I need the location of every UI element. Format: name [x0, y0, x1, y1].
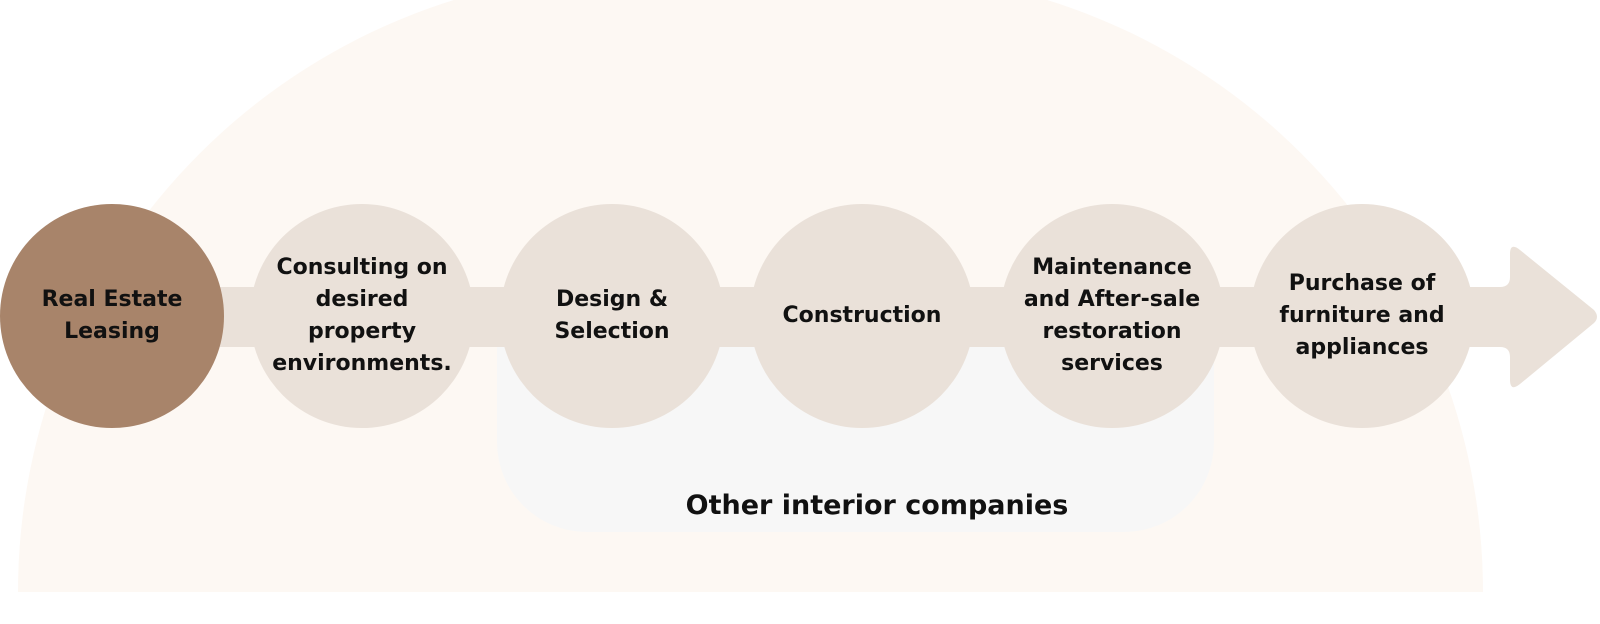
step-purchase-furniture: Purchase of furniture and appliances [1250, 204, 1474, 428]
step-label: Construction [782, 303, 942, 328]
step-design-selection: Design & Selection [500, 204, 724, 428]
step-consulting: Consulting on desired property environme… [250, 204, 474, 428]
step-maintenance: Maintenance and After-sale restoration s… [1000, 204, 1224, 428]
step-label: Purchase of furniture and appliances [1279, 271, 1445, 360]
step-real-estate-leasing: Real Estate Leasing [0, 204, 224, 428]
group-label: Other interior companies [685, 490, 1069, 521]
step-label: Consulting on desired property environme… [272, 255, 452, 376]
step-construction: Construction [750, 204, 974, 428]
step-label: Maintenance and After-sale restoration s… [1023, 255, 1201, 376]
step-label: Design & Selection [554, 287, 670, 344]
step-label: Real Estate Leasing [41, 287, 183, 344]
